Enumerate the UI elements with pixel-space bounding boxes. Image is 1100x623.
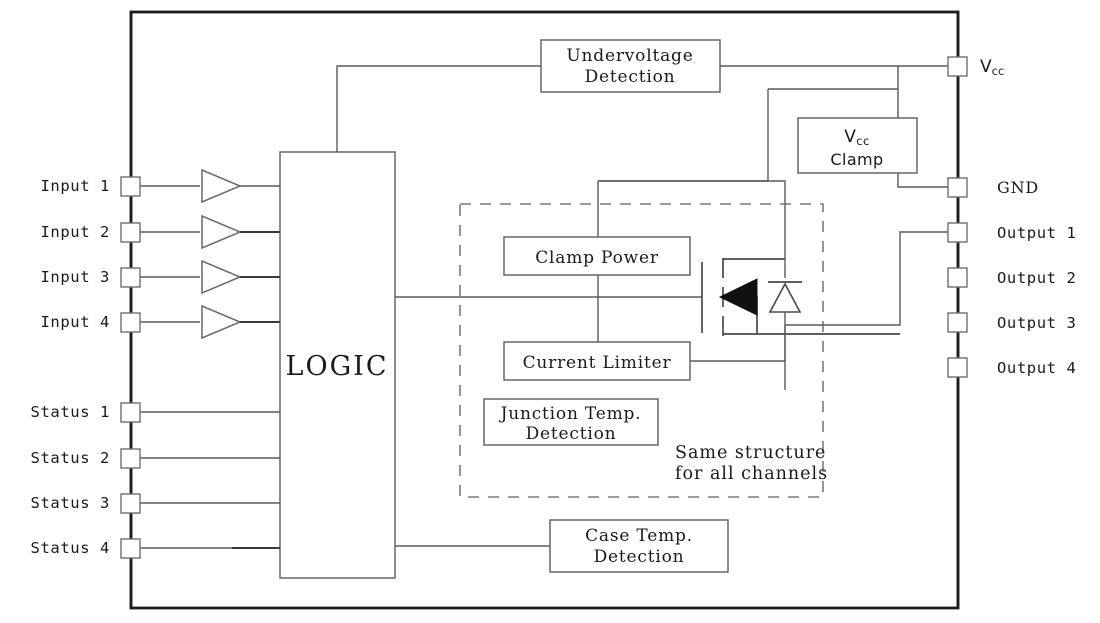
input-3-buffer-icon bbox=[201, 259, 242, 295]
pin-label-gnd: GND bbox=[997, 178, 1039, 197]
pin-input-2[interactable] bbox=[120, 222, 141, 243]
pin-label-output-3: Output 3 bbox=[997, 314, 1076, 332]
same-structure-note-line2: for all channels bbox=[675, 464, 828, 484]
pin-label-input-3: Input 3 bbox=[40, 268, 110, 286]
pin-output-1[interactable] bbox=[947, 222, 968, 243]
undervoltage-to-logic-wire bbox=[336, 65, 541, 152]
pin-label-vcc: Vcc bbox=[980, 57, 1004, 78]
pin-output-2[interactable] bbox=[947, 267, 968, 288]
pin-label-status-3: Status 3 bbox=[31, 494, 110, 512]
pin-label-status-4: Status 4 bbox=[31, 539, 110, 557]
pin-gnd[interactable] bbox=[947, 177, 968, 198]
pin-vcc[interactable] bbox=[947, 56, 968, 77]
pin-status-2[interactable] bbox=[120, 448, 141, 469]
pin-label-status-1: Status 1 bbox=[31, 403, 110, 421]
undervoltage-detection-label-line1: Undervoltage bbox=[566, 46, 693, 66]
pin-status-4[interactable] bbox=[120, 538, 141, 559]
junction-temp-label-line2: Detection bbox=[526, 424, 617, 444]
pin-input-1[interactable] bbox=[120, 176, 141, 197]
vcc-clamp-label-line2: Clamp bbox=[830, 150, 883, 169]
junction-temp-detection-block bbox=[483, 398, 659, 446]
pin-label-output-1: Output 1 bbox=[997, 224, 1076, 242]
pin-label-vcc-main: V bbox=[980, 57, 992, 77]
vcc-clamp-label-line1: Vcc bbox=[844, 127, 869, 148]
clamp-power-label: Clamp Power bbox=[535, 248, 659, 268]
pin-input-4[interactable] bbox=[120, 312, 141, 333]
channel-boundary-dashed-box bbox=[459, 203, 824, 498]
vcc-clamp-left-leg-wire bbox=[598, 89, 769, 182]
vcc-clamp-v-glyph: V bbox=[844, 127, 856, 147]
pin-status-3[interactable] bbox=[120, 493, 141, 514]
mosfet-substrate-arrow-icon bbox=[718, 278, 758, 316]
pin-label-output-2: Output 2 bbox=[997, 269, 1076, 287]
mosfet-source-to-output1-wire bbox=[785, 231, 948, 326]
drain-rail-wire bbox=[598, 180, 786, 255]
device-outline bbox=[129, 10, 960, 610]
pin-label-input-4: Input 4 bbox=[40, 313, 110, 331]
pin-status-1[interactable] bbox=[120, 402, 141, 423]
pin-label-status-2: Status 2 bbox=[31, 449, 110, 467]
body-diode-triangle-icon bbox=[768, 282, 802, 313]
pin-label-vcc-sub: cc bbox=[992, 64, 1005, 78]
case-temp-label-line1: Case Temp. bbox=[585, 526, 693, 546]
same-structure-note-line1: Same structure bbox=[675, 443, 826, 463]
logic-block bbox=[279, 151, 396, 579]
junction-temp-label-line1: Junction Temp. bbox=[499, 404, 642, 424]
input-1-buffer-icon bbox=[201, 168, 242, 204]
clamp-power-block bbox=[503, 236, 691, 276]
logic-block-label: LOGIC bbox=[286, 351, 389, 382]
case-temp-label-line2: Detection bbox=[594, 547, 685, 567]
vcc-clamp-block bbox=[797, 117, 918, 174]
input-2-buffer-icon bbox=[201, 214, 242, 250]
pin-label-input-2: Input 2 bbox=[40, 223, 110, 241]
vcc-clamp-to-gnd-wire bbox=[897, 173, 948, 188]
current-limiter-label: Current Limiter bbox=[523, 353, 672, 373]
pin-output-3[interactable] bbox=[947, 312, 968, 333]
vcc-clamp-cc-glyph: cc bbox=[856, 134, 869, 148]
pin-input-3[interactable] bbox=[120, 267, 141, 288]
pin-output-4[interactable] bbox=[947, 357, 968, 378]
undervoltage-detection-label-line2: Detection bbox=[585, 67, 676, 87]
input-4-buffer-icon bbox=[201, 304, 242, 340]
pin-label-output-4: Output 4 bbox=[997, 359, 1076, 377]
current-limiter-sense-wire bbox=[690, 325, 786, 362]
pin-label-input-1: Input 1 bbox=[40, 177, 110, 195]
